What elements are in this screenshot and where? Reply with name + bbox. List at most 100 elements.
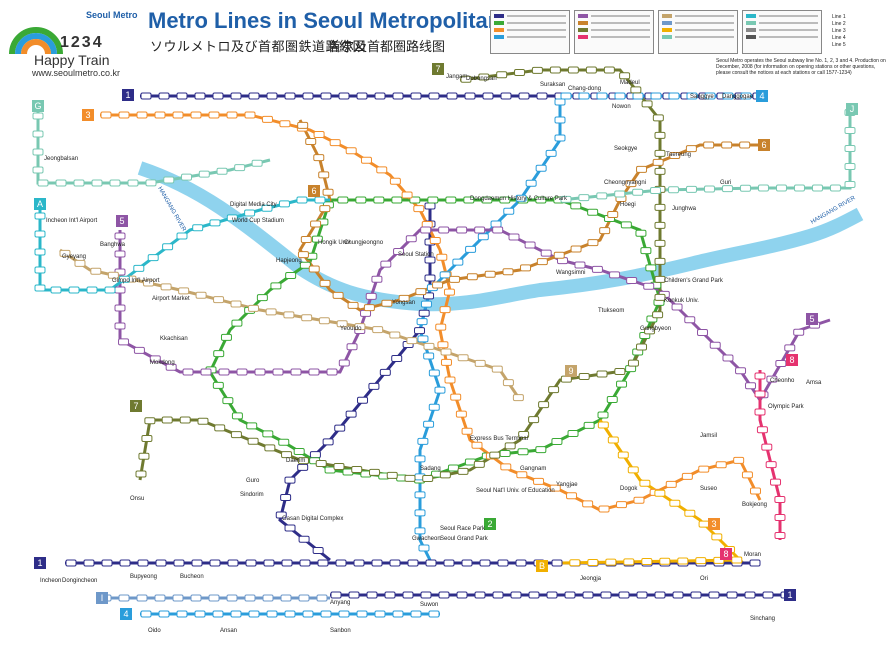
station-mark[interactable] — [630, 86, 642, 94]
station-mark[interactable] — [582, 591, 594, 599]
station-mark[interactable] — [654, 591, 666, 599]
station-mark[interactable] — [104, 286, 116, 294]
station-mark[interactable] — [438, 226, 450, 234]
station-mark[interactable] — [609, 271, 621, 279]
station-mark[interactable] — [492, 591, 504, 599]
station-mark[interactable] — [278, 438, 290, 446]
station-mark[interactable] — [461, 427, 473, 435]
station-mark[interactable] — [754, 408, 766, 416]
station-mark[interactable] — [597, 421, 609, 429]
station-mark[interactable] — [540, 249, 552, 257]
station-mark[interactable] — [345, 410, 357, 418]
station-mark[interactable] — [496, 71, 508, 79]
station-mark[interactable] — [261, 204, 273, 212]
station-mark[interactable] — [499, 449, 511, 457]
station-mark[interactable] — [681, 472, 693, 480]
station-mark[interactable] — [154, 594, 166, 602]
station-mark[interactable] — [34, 230, 46, 238]
station-mark[interactable] — [636, 591, 648, 599]
station-mark[interactable] — [161, 416, 173, 424]
station-mark[interactable] — [179, 416, 191, 424]
station-mark[interactable] — [428, 369, 440, 377]
station-mark[interactable] — [844, 145, 856, 153]
station-mark[interactable] — [138, 452, 150, 460]
station-mark[interactable] — [600, 591, 612, 599]
station-mark[interactable] — [740, 92, 752, 100]
station-mark[interactable] — [614, 190, 626, 198]
line-badge-jungang[interactable] — [846, 103, 858, 115]
station-mark[interactable] — [208, 594, 220, 602]
station-mark[interactable] — [620, 221, 632, 229]
station-mark[interactable] — [456, 591, 468, 599]
line-badge-4[interactable] — [756, 90, 768, 102]
station-mark[interactable] — [90, 267, 102, 275]
station-mark[interactable] — [639, 479, 651, 487]
station-mark[interactable] — [50, 286, 62, 294]
station-mark[interactable] — [464, 92, 476, 100]
line-badge-8[interactable] — [786, 354, 798, 366]
station-mark[interactable] — [477, 233, 489, 241]
station-mark[interactable] — [357, 396, 369, 404]
station-mark[interactable] — [190, 594, 202, 602]
station-mark[interactable] — [261, 115, 273, 123]
station-mark[interactable] — [212, 92, 224, 100]
station-mark[interactable] — [438, 591, 450, 599]
station-mark[interactable] — [213, 296, 225, 304]
station-mark[interactable] — [308, 265, 320, 273]
station-mark[interactable] — [334, 424, 346, 432]
station-mark[interactable] — [739, 141, 751, 149]
station-mark[interactable] — [564, 591, 576, 599]
station-mark[interactable] — [298, 535, 310, 543]
station-mark[interactable] — [118, 111, 130, 119]
station-mark[interactable] — [299, 261, 311, 269]
station-mark[interactable] — [793, 328, 805, 336]
station-mark[interactable] — [374, 610, 386, 618]
station-mark[interactable] — [244, 111, 256, 119]
station-mark[interactable] — [654, 203, 666, 211]
station-mark[interactable] — [623, 558, 635, 566]
station-mark[interactable] — [762, 591, 774, 599]
line-badge-5[interactable] — [806, 313, 818, 325]
station-mark[interactable] — [514, 69, 526, 77]
station-mark[interactable] — [607, 436, 619, 444]
station-mark[interactable] — [414, 491, 426, 499]
station-mark[interactable] — [313, 154, 325, 162]
station-mark[interactable] — [548, 386, 560, 394]
website-link[interactable]: www.seoulmetro.co.kr — [32, 68, 121, 78]
station-mark[interactable] — [492, 226, 504, 234]
line-badge-3[interactable] — [82, 109, 94, 121]
station-mark[interactable] — [140, 610, 152, 618]
station-mark[interactable] — [446, 92, 458, 100]
station-mark[interactable] — [531, 66, 543, 74]
line-badge-2[interactable] — [484, 518, 496, 530]
station-mark[interactable] — [452, 258, 464, 266]
station-mark[interactable] — [263, 559, 275, 567]
station-mark[interactable] — [265, 308, 277, 316]
station-mark[interactable] — [632, 92, 644, 100]
station-mark[interactable] — [443, 288, 455, 296]
station-mark[interactable] — [518, 431, 530, 439]
station-mark[interactable] — [414, 509, 426, 517]
line-badge-4[interactable] — [120, 608, 132, 620]
station-mark[interactable] — [74, 259, 86, 267]
station-mark[interactable] — [478, 73, 490, 81]
station-mark[interactable] — [114, 286, 126, 294]
station-mark[interactable] — [597, 411, 609, 419]
station-mark[interactable] — [212, 381, 224, 389]
station-mark[interactable] — [32, 148, 44, 156]
station-mark[interactable] — [627, 466, 639, 474]
station-mark[interactable] — [416, 318, 428, 326]
station-mark[interactable] — [708, 591, 720, 599]
station-mark[interactable] — [407, 559, 419, 567]
station-mark[interactable] — [413, 205, 425, 213]
station-mark[interactable] — [309, 451, 321, 459]
station-mark[interactable] — [32, 130, 44, 138]
station-mark[interactable] — [101, 559, 113, 567]
station-mark[interactable] — [520, 264, 532, 272]
station-mark[interactable] — [230, 300, 242, 308]
station-mark[interactable] — [473, 460, 485, 468]
station-mark[interactable] — [190, 111, 202, 119]
station-mark[interactable] — [313, 131, 325, 139]
station-mark[interactable] — [703, 141, 715, 149]
station-mark[interactable] — [551, 438, 563, 446]
